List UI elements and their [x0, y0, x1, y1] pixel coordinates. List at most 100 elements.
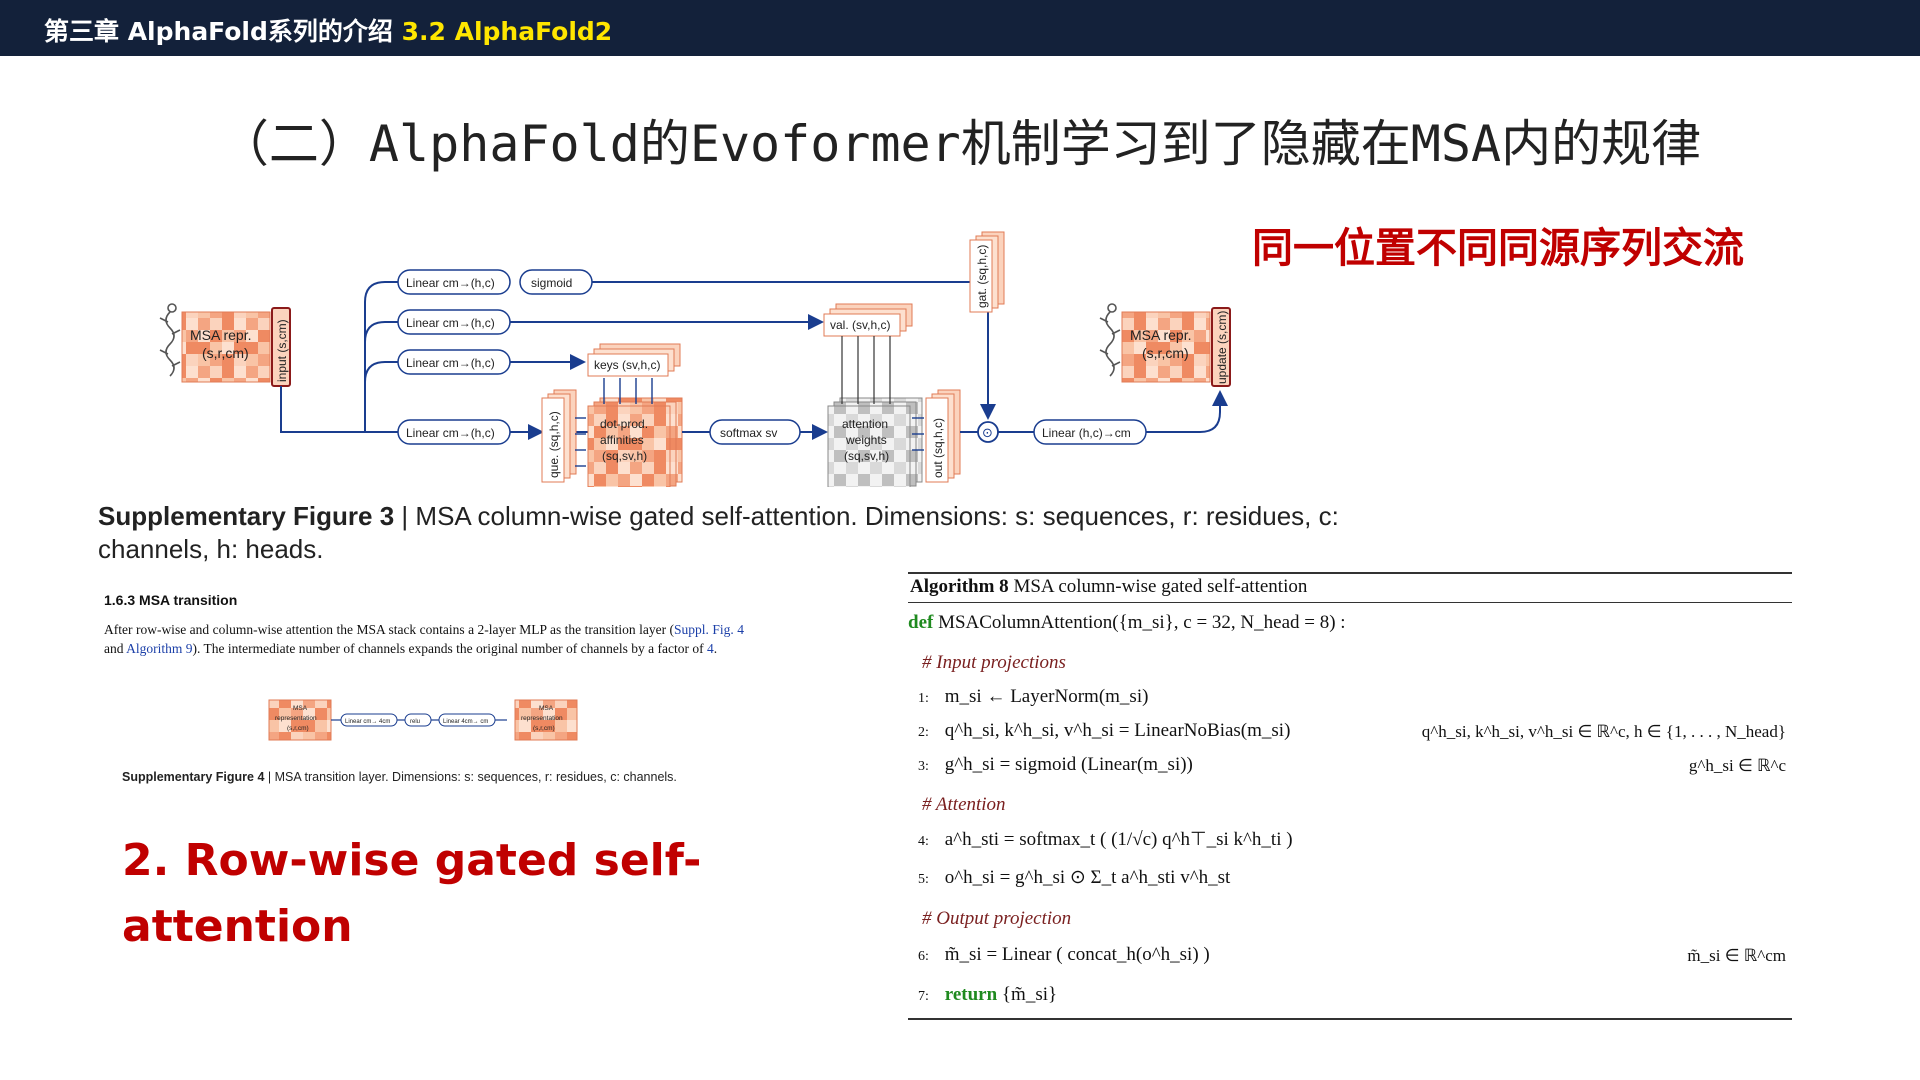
- attn-line3: (sq,sv,h): [844, 449, 889, 463]
- update-bar: update (s,cm): [1211, 307, 1231, 387]
- algo-title-text: MSA column-wise gated self-attention: [1013, 576, 1308, 597]
- return-keyword: return: [944, 984, 998, 1005]
- algo-title-bold: Algorithm 8: [910, 576, 1009, 597]
- chapter-label: 第三章 AlphaFold系列的介绍: [44, 17, 393, 46]
- algorithm9-link[interactable]: Algorithm 9: [126, 641, 193, 656]
- linear-value: Linear cm→(h,c): [397, 309, 511, 335]
- msa-out-line2: (s,r,cm): [1142, 345, 1189, 361]
- chapter-heading: 第三章 AlphaFold系列的介绍 3.2 AlphaFold2: [44, 12, 612, 48]
- molecule-icon-right: [1099, 303, 1121, 377]
- algo-def-line: def MSAColumnAttention({m_si}, c = 32, N…: [908, 612, 1346, 634]
- line-code-3: g^h_si = sigmoid (Linear(m_si)): [944, 754, 1193, 775]
- values-tensor: val. (sv,h,c): [823, 303, 913, 337]
- comment-output: # Output projection: [922, 908, 1072, 929]
- algo-line-2: 2: q^h_si, k^h_si, v^h_si = LinearNoBias…: [918, 720, 1290, 742]
- linear-out-label: Linear (h,c)→cm: [1042, 426, 1131, 440]
- softmax-pill: softmax sv: [709, 419, 801, 445]
- factor-link[interactable]: 4: [706, 641, 714, 656]
- dot-prod-line1: dot-prod.: [600, 417, 648, 431]
- line-code-2: q^h_si, k^h_si, v^h_si = LinearNoBias(m_…: [944, 720, 1291, 741]
- line-num-3: 3:: [918, 759, 929, 774]
- mini-linear1-label: Linear cm→ 4cm: [345, 719, 390, 725]
- algo-line-1: 1: m_si ← LayerNorm(m_si): [918, 686, 1148, 708]
- input-bar: input (s,cm): [271, 307, 291, 387]
- attn-line1: attention: [842, 417, 888, 431]
- linear-label-2: Linear cm→(h,c): [406, 316, 495, 330]
- gate-tensor: gat. (sq,h,c): [969, 231, 1005, 313]
- mini-msa-right: MSA representation (s,r,cm): [514, 699, 578, 741]
- fig4-caption-text: MSA transition layer. Dimensions: s: seq…: [274, 770, 677, 784]
- linear-key: Linear cm→(h,c): [397, 349, 511, 375]
- attention-weights: attention weights (sq,sv,h): [827, 336, 923, 487]
- odot-symbol: ⊙: [982, 426, 993, 441]
- mini-msa-left: MSA representation (s,r,cm): [268, 699, 332, 741]
- values-label: val. (sv,h,c): [830, 318, 890, 332]
- mini-linear-2: Linear 4cm→ cm: [438, 713, 496, 727]
- row-wise-heading: 2. Row-wise gated self-attention: [122, 835, 702, 952]
- transition-diagram: MSA representation (s,r,cm) Linear cm→ 4…: [268, 699, 578, 741]
- softmax-label: softmax sv: [720, 426, 777, 440]
- fig3-caption: Supplementary Figure 3 | MSA column-wise…: [98, 500, 1398, 566]
- dot-prod-affinities: dot-prod. affinities (sq,sv,h): [575, 378, 683, 487]
- mini-right-line2: representation: [521, 715, 563, 722]
- section-body-1: After row-wise and column-wise attention…: [104, 622, 675, 637]
- msa-in-line1: MSA repr.: [190, 327, 251, 343]
- sigmoid-pill: sigmoid: [519, 269, 593, 295]
- section-body-4: .: [713, 641, 718, 656]
- algo-line-5: 5: o^h_si = g^h_si ⊙ Σ_t a^h_sti v^h_st: [918, 866, 1230, 889]
- comment-attention: # Attention: [922, 794, 1006, 815]
- comment-input: # Input projections: [922, 652, 1066, 673]
- fig4-caption-bold: Supplementary Figure 4: [122, 770, 265, 784]
- queries-label: que. (sq,h,c): [547, 411, 561, 478]
- line-code-1: m_si ← LayerNorm(m_si): [944, 686, 1149, 707]
- msa-repr-output: MSA repr. (s,r,cm): [1121, 311, 1211, 383]
- section-heading: 1.6.3 MSA transition: [104, 592, 238, 608]
- fig4-caption-sep: |: [267, 770, 272, 784]
- mini-left-line1: MSA: [293, 705, 308, 712]
- fig3-caption-text: MSA column-wise gated self-attention. Di…: [98, 501, 1339, 564]
- line-code-5: o^h_si = g^h_si ⊙ Σ_t a^h_sti v^h_st: [944, 867, 1231, 888]
- section-body: After row-wise and column-wise attention…: [104, 620, 744, 658]
- line-num-2: 2:: [918, 725, 929, 740]
- line-num-7: 7:: [918, 989, 929, 1004]
- odot-operator: ⊙: [977, 421, 999, 443]
- msa-in-line2: (s,r,cm): [202, 345, 249, 361]
- mini-right-line1: MSA: [539, 705, 554, 712]
- line-num-4: 4:: [918, 834, 929, 849]
- mini-left-line2: representation: [275, 715, 317, 722]
- algo-line-3: 3: g^h_si = sigmoid (Linear(m_si)): [918, 754, 1193, 776]
- keys-tensor: keys (sv,h,c): [587, 343, 681, 377]
- mini-linear-1: Linear cm→ 4cm: [340, 713, 398, 727]
- molecule-icon-left: [159, 303, 181, 377]
- algo-line-7: 7: return {m̃_si}: [918, 984, 1057, 1006]
- algo-line-6: 6: m̃_si = Linear ( concat_h(o^h_si) ): [918, 944, 1210, 966]
- suppl-fig4-link[interactable]: Suppl. Fig. 4: [674, 622, 744, 637]
- mini-left-line3: (s,r,cm): [287, 725, 309, 732]
- keys-label: keys (sv,h,c): [594, 358, 660, 372]
- fig3-caption-bold: Supplementary Figure 3: [98, 501, 395, 531]
- def-signature: MSAColumnAttention({m_si}, c = 32, N_hea…: [938, 612, 1346, 633]
- line-num-5: 5:: [918, 872, 929, 887]
- linear-query: Linear cm→(h,c): [397, 419, 511, 445]
- top-bar: 第三章 AlphaFold系列的介绍 3.2 AlphaFold2: [0, 0, 1920, 56]
- line-num-6: 6:: [918, 949, 929, 964]
- section-body-3: ). The intermediate number of channels e…: [192, 641, 707, 656]
- msa-repr-input: MSA repr. (s,r,cm): [181, 311, 271, 383]
- dot-prod-line3: (sq,sv,h): [602, 449, 647, 463]
- update-label: update (s,cm): [1215, 311, 1229, 384]
- mini-relu-label: relu: [410, 719, 420, 725]
- algo-title: Algorithm 8 MSA column-wise gated self-a…: [910, 576, 1307, 598]
- line-code-4: a^h_sti = softmax_t ( (1/√c) q^h⊤_si k^h…: [944, 829, 1293, 850]
- input-label: input (s,cm): [275, 319, 289, 382]
- attn-line2: weights: [845, 433, 887, 447]
- fig4-caption: Supplementary Figure 4 | MSA transition …: [122, 770, 677, 784]
- msa-out-line1: MSA repr.: [1130, 327, 1191, 343]
- mini-relu: relu: [404, 713, 432, 727]
- dot-prod-line2: affinities: [600, 433, 644, 447]
- queries-tensor: que. (sq,h,c): [541, 389, 577, 483]
- linear-gate: Linear cm→(h,c): [397, 269, 511, 295]
- algo-mid-rule: [908, 602, 1792, 603]
- mini-right-line3: (s,r,cm): [533, 725, 555, 732]
- section-body-2: and: [104, 641, 127, 656]
- sigmoid-label: sigmoid: [531, 276, 572, 290]
